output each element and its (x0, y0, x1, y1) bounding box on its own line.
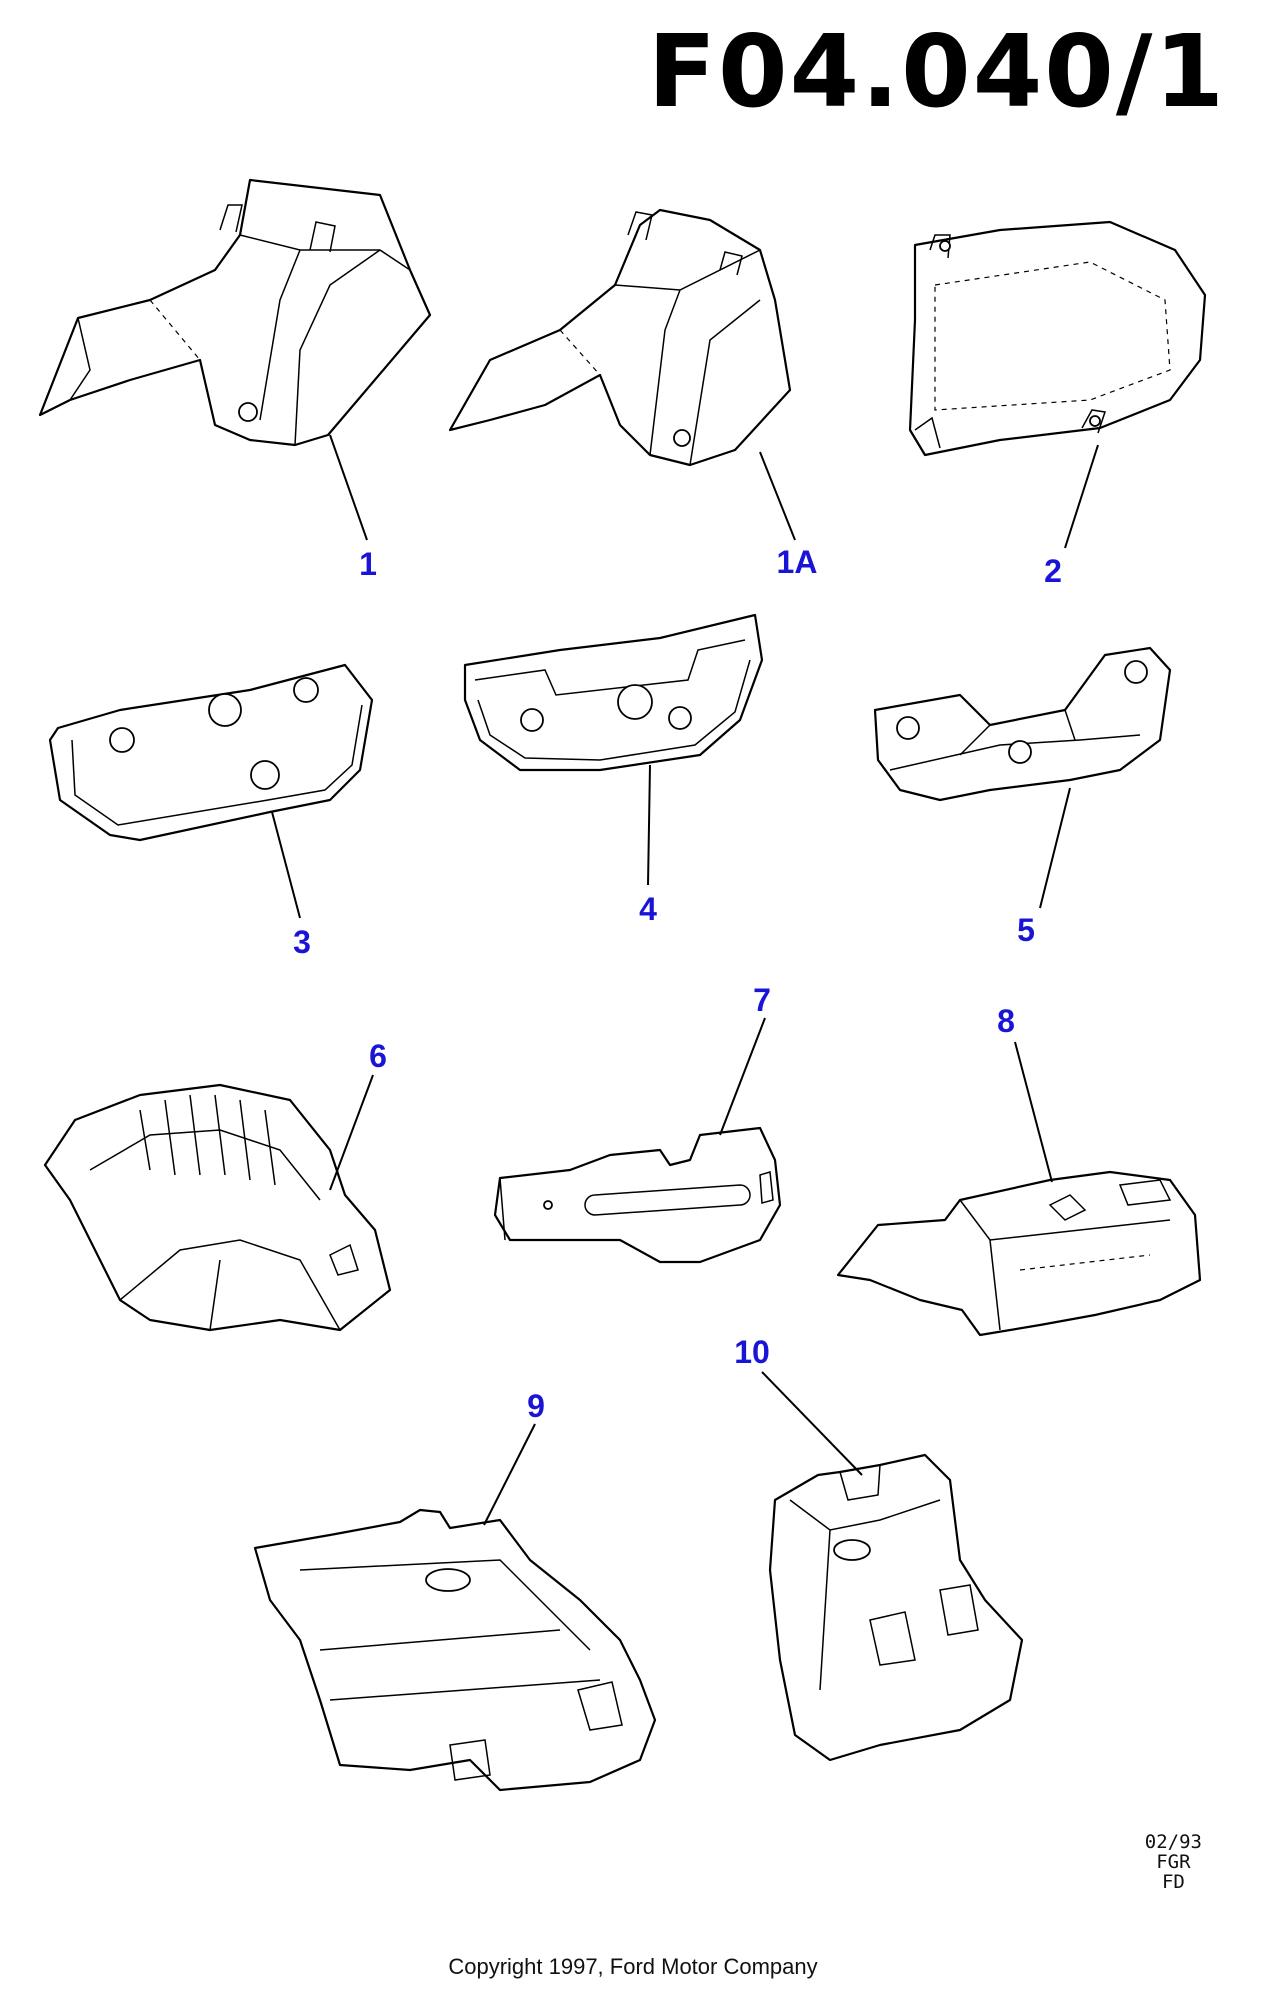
stamp-line-fd: FD (1161, 1871, 1185, 1893)
callout-3[interactable]: 3 (293, 924, 311, 960)
part-1a-floor-pan-illustration (448, 208, 792, 467)
leader-line-1a (759, 451, 796, 541)
leader-line-2 (1064, 444, 1099, 549)
stamp-line-fgr: FGR (1156, 1851, 1191, 1873)
callout-7[interactable]: 7 (753, 982, 771, 1018)
callout-9[interactable]: 9 (527, 1388, 545, 1424)
part-1-floor-pan-illustration (38, 178, 432, 447)
callout-8[interactable]: 8 (997, 1003, 1015, 1039)
revision-stamp: 02/93 FGR FD (1145, 1832, 1202, 1892)
stamp-date: 02/93 (1144, 1831, 1202, 1853)
leader-line-4 (647, 764, 651, 886)
part-4-heel-plate-illustration (463, 613, 764, 772)
callout-1[interactable]: 1 (359, 546, 377, 582)
part-5-bracket-illustration (873, 646, 1172, 802)
leader-line-6 (329, 1074, 374, 1191)
leader-line-9 (483, 1423, 536, 1526)
leader-line-8 (1014, 1041, 1053, 1183)
part-9-rear-floor-panel-illustration (253, 1508, 657, 1792)
leader-line-7 (719, 1017, 766, 1136)
part-3-floor-plate-illustration (48, 663, 374, 842)
callout-5[interactable]: 5 (1017, 912, 1035, 948)
leader-line-3 (271, 811, 301, 919)
copyright-notice: Copyright 1997, Ford Motor Company (448, 1954, 818, 1979)
part-8-tunnel-box-illustration (836, 1170, 1202, 1337)
part-2-box-section-illustration (908, 220, 1207, 457)
part-10-spare-wheel-well-illustration (768, 1453, 1024, 1762)
part-7-slotted-plate-illustration (493, 1126, 782, 1264)
sheet-code: F04.040/1 (647, 13, 1226, 130)
leader-line-5 (1039, 787, 1071, 909)
callout-6[interactable]: 6 (369, 1038, 387, 1074)
callout-4[interactable]: 4 (639, 891, 657, 927)
leader-line-1 (329, 434, 368, 541)
callout-2[interactable]: 2 (1044, 553, 1062, 589)
part-6-wheel-arch-illustration (43, 1083, 392, 1332)
callout-10[interactable]: 10 (734, 1334, 770, 1370)
callout-1a[interactable]: 1A (776, 544, 818, 580)
leader-line-10 (761, 1371, 863, 1476)
